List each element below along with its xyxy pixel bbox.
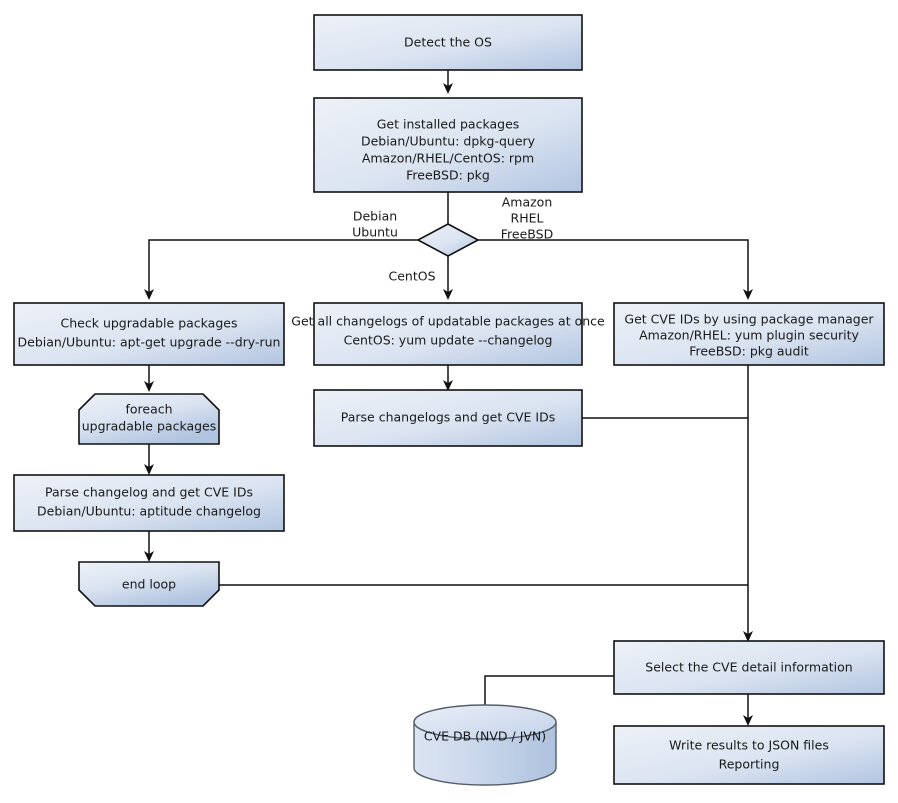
node-get-cve-ids-line-2: FreeBSD: pkg audit [689, 344, 809, 359]
node-check-upgradable-line-0: Check upgradable packages [61, 316, 238, 331]
node-get-cve-ids-package-manager[interactable]: Get CVE IDs by using package manager Ama… [613, 302, 885, 366]
node-parse-changelog-left[interactable]: Parse changelog and get CVE IDs Debian/U… [13, 474, 285, 532]
node-select-cve-detail-line-0: Select the CVE detail information [645, 660, 852, 675]
node-get-installed-packages-line-2: Amazon/RHEL/CentOS: rpm [362, 151, 534, 166]
edge-label-rhel: RHEL [511, 211, 544, 226]
node-foreach-line-1: upgradable packages [82, 419, 217, 434]
node-get-cve-ids-line-0: Get CVE IDs by using package manager [624, 312, 874, 327]
node-parse-changelogs-center[interactable]: Parse changelogs and get CVE IDs [313, 389, 583, 447]
node-write-results-line-0: Write results to JSON files [669, 738, 829, 753]
node-write-results[interactable]: Write results to JSON files Reporting [613, 725, 885, 785]
node-foreach-upgradable-packages[interactable]: foreach upgradable packages [78, 393, 220, 445]
node-get-installed-packages-line-1: Debian/Ubuntu: dpkg-query [361, 134, 536, 149]
node-parse-changelogs-line-0: Parse changelogs and get CVE IDs [341, 410, 555, 425]
edge-label-ubuntu: Ubuntu [352, 225, 398, 240]
node-get-all-changelogs-line-0: Get all changelogs of updatable packages… [291, 314, 605, 329]
edge-label-centos: CentOS [388, 269, 435, 284]
edge-label-debian: Debian [353, 209, 397, 224]
node-check-upgradable-packages[interactable]: Check upgradable packages Debian/Ubuntu:… [13, 302, 285, 366]
connectors [144, 70, 753, 726]
node-get-installed-packages[interactable]: Get installed packages Debian/Ubuntu: dp… [313, 97, 583, 193]
node-select-cve-detail[interactable]: Select the CVE detail information [613, 640, 885, 695]
node-cve-db-label: CVE DB (NVD / JVN) [424, 729, 546, 744]
edge-label-centos-text: CentOS [388, 269, 435, 284]
node-os-decision[interactable] [416, 223, 480, 257]
edge-label-amazon-rhel-freebsd: Amazon RHEL FreeBSD [501, 195, 553, 242]
node-get-cve-ids-line-1: Amazon/RHEL: yum plugin security [639, 328, 859, 343]
edge-label-freebsd: FreeBSD [501, 227, 553, 242]
node-parse-changelog-left-line-0: Parse changelog and get CVE IDs [45, 485, 253, 500]
node-check-upgradable-line-1: Debian/Ubuntu: apt-get upgrade --dry-run [18, 335, 281, 350]
node-write-results-line-1: Reporting [719, 757, 780, 772]
edge-decision-to-get-cve-ids [478, 239, 753, 300]
edge-select-cve-to-cve-db [484, 675, 614, 711]
node-parse-changelog-left-line-1: Debian/Ubuntu: aptitude changelog [37, 504, 261, 519]
node-get-all-changelogs-line-1: CentOS: yum update --changelog [344, 333, 553, 348]
node-get-installed-packages-line-0: Get installed packages [377, 117, 520, 132]
node-end-loop[interactable]: end loop [78, 561, 220, 607]
node-cve-db[interactable]: CVE DB (NVD / JVN) [413, 704, 557, 786]
edge-label-debian-ubuntu: Debian Ubuntu [352, 209, 398, 240]
node-detect-os-line-0: Detect the OS [404, 35, 492, 50]
node-foreach-line-0: foreach [125, 402, 172, 417]
edge-decision-to-check-upgradable [144, 239, 418, 300]
node-get-installed-packages-line-3: FreeBSD: pkg [406, 168, 490, 183]
edge-label-amazon: Amazon [502, 195, 553, 210]
node-get-all-changelogs[interactable]: Get all changelogs of updatable packages… [291, 302, 605, 366]
node-end-loop-line-0: end loop [122, 577, 176, 592]
node-detect-os[interactable]: Detect the OS [313, 14, 583, 71]
